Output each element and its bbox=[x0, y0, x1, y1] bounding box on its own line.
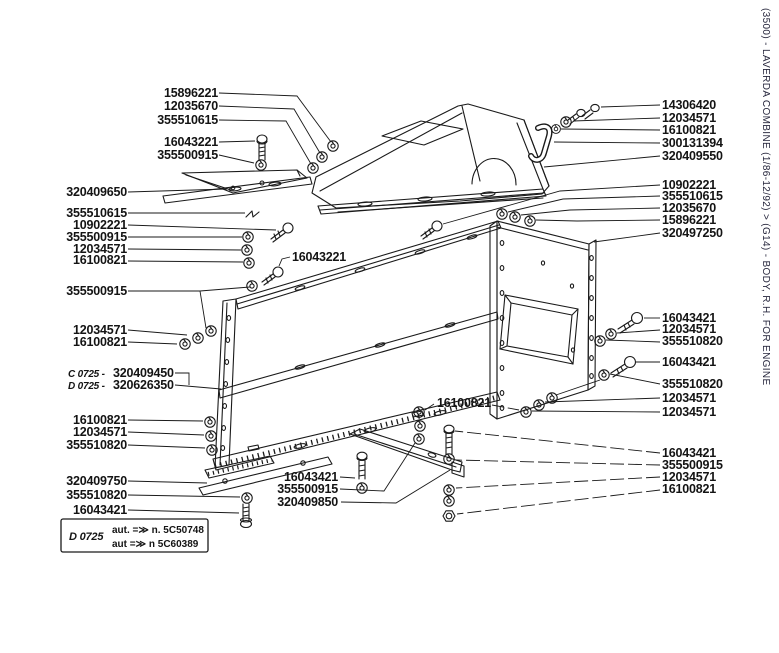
hood-hole bbox=[381, 120, 464, 146]
part-label: 15896221 bbox=[164, 86, 218, 100]
part-label: 300131394 bbox=[662, 136, 723, 150]
part-labels: 15896221 12035670 355510615 16043221 355… bbox=[66, 86, 723, 517]
door-frame bbox=[204, 210, 502, 479]
part-label: 320409650 bbox=[66, 185, 127, 199]
part-label: 10902221 bbox=[662, 178, 716, 192]
part-label: 355500915 bbox=[662, 458, 723, 472]
part-label: 16043221 bbox=[292, 250, 346, 264]
side-panel bbox=[489, 220, 597, 420]
hood-arch-cutout bbox=[471, 157, 517, 186]
part-label: 16043421 bbox=[284, 470, 338, 484]
lower-strip bbox=[198, 456, 333, 496]
part-label: 12034571 bbox=[662, 470, 716, 484]
grab-handle bbox=[528, 123, 553, 163]
part-label: 355500915 bbox=[277, 482, 338, 496]
part-label: 355510820 bbox=[662, 334, 723, 348]
part-label: 355510820 bbox=[66, 488, 127, 502]
part-label: 12035670 bbox=[662, 201, 716, 215]
part-label: 12034571 bbox=[662, 391, 716, 405]
part-label: 355510820 bbox=[662, 377, 723, 391]
part-label: 16043221 bbox=[164, 135, 218, 149]
note-box-line2: aut =≫ n 5C60389 bbox=[112, 539, 199, 550]
part-label: 16043421 bbox=[73, 503, 127, 517]
part-label: 16100821 bbox=[662, 123, 716, 137]
part-label: 10902221 bbox=[73, 218, 127, 232]
cross-bracket bbox=[349, 428, 465, 478]
drawing-lines bbox=[162, 103, 644, 529]
part-label: 355510615 bbox=[66, 206, 127, 220]
part-label: 16100821 bbox=[437, 396, 491, 410]
part-label: 320409450 bbox=[113, 366, 174, 380]
clip-tab bbox=[245, 210, 260, 218]
note-box-prefix: D 0725 bbox=[69, 531, 104, 543]
part-label: 12034571 bbox=[73, 323, 127, 337]
note-box: D 0725 aut. =≫ n. 5C50748 aut =≫ n 5C603… bbox=[60, 518, 209, 553]
part-label: 355510615 bbox=[662, 189, 723, 203]
part-label: 355510615 bbox=[157, 113, 218, 127]
part-label: 355500915 bbox=[66, 284, 127, 298]
part-label: 355500915 bbox=[157, 148, 218, 162]
part-label: 14306420 bbox=[662, 98, 716, 112]
part-label: 320409750 bbox=[66, 474, 127, 488]
note-box-line1: aut. =≫ n. 5C50748 bbox=[112, 525, 204, 536]
top-right-fasteners bbox=[551, 103, 600, 134]
part-label: 320409550 bbox=[662, 149, 723, 163]
fasteners bbox=[179, 134, 644, 529]
part-label: 320497250 bbox=[662, 226, 723, 240]
part-label: 16100821 bbox=[662, 482, 716, 496]
part-label: 15896221 bbox=[662, 213, 716, 227]
part-label: 355500915 bbox=[66, 230, 127, 244]
leader-lines bbox=[127, 92, 661, 515]
part-label: 16100821 bbox=[73, 253, 127, 267]
part-label: 320409850 bbox=[277, 495, 338, 509]
part-label: 16043421 bbox=[662, 355, 716, 369]
part-label: 16043421 bbox=[662, 446, 716, 460]
part-label: 12034571 bbox=[662, 322, 716, 336]
serial-prefix: C 0725 - bbox=[68, 369, 106, 380]
catalog-breadcrumb: (3500) - LAVERDA COMBINE (1/86-12/92) > … bbox=[760, 8, 771, 386]
part-label: 16043421 bbox=[662, 311, 716, 325]
part-label: 12034571 bbox=[73, 242, 127, 256]
part-label: 16100821 bbox=[73, 335, 127, 349]
part-label: 12034571 bbox=[73, 425, 127, 439]
part-label: 320626350 bbox=[113, 378, 174, 392]
top-rails bbox=[162, 176, 547, 215]
panel-pocket bbox=[499, 294, 579, 365]
part-label: 355510820 bbox=[66, 438, 127, 452]
part-label: 16100821 bbox=[73, 413, 127, 427]
part-label: 12034571 bbox=[662, 111, 716, 125]
part-label: 12034571 bbox=[662, 405, 716, 419]
part-label: 12035670 bbox=[164, 99, 218, 113]
serial-prefix: D 0725 - bbox=[68, 381, 106, 392]
